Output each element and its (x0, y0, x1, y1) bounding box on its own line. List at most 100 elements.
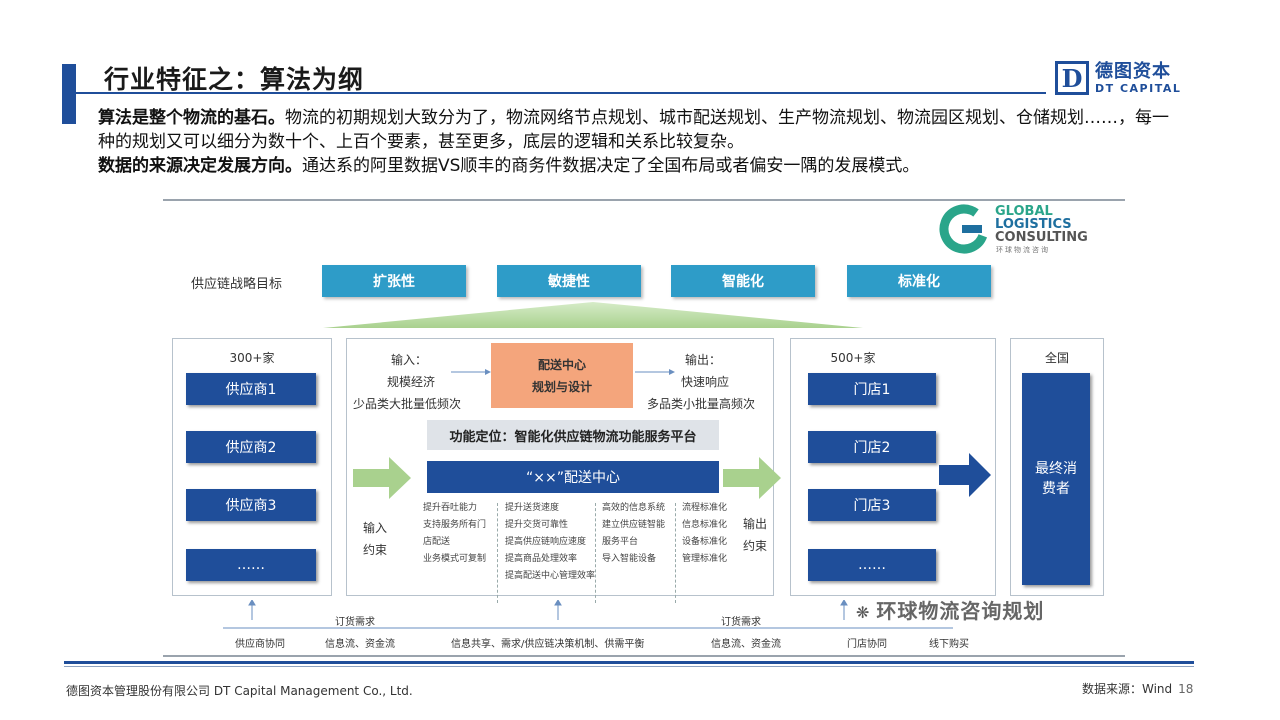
watermark-text: 环球物流咨询规划 (876, 599, 1045, 623)
input-line-2: 少品类大批量低频次 (353, 397, 462, 411)
bottom-label: 信息流、资金流 (325, 639, 395, 650)
intro-p1-text: 物流的初期规划大致分为了，物流网络节点规划、城市配送规划、生产物流规划、物流园区… (98, 108, 1169, 152)
dc-box-line-1: 配送中心 (537, 357, 586, 372)
wechat-icon: ❋ (856, 603, 871, 622)
col1-item: 提升吞吐能力 (423, 503, 478, 513)
store-more: …… (808, 549, 936, 581)
output-line-2: 多品类小批量高频次 (647, 397, 756, 411)
store-2: 门店2 (808, 431, 936, 463)
col3-item: 服务平台 (602, 537, 639, 547)
input-arrow-icon (353, 457, 411, 499)
flow-line (223, 627, 953, 629)
glc-g-icon (939, 204, 989, 254)
goal-wedge-shape (323, 302, 863, 328)
col4-item: 管理标准化 (682, 554, 728, 564)
logo-mark-icon: D (1055, 61, 1089, 95)
goal-standardization: 标准化 (847, 265, 991, 297)
supply-chain-figure: GLOBAL LOGISTICS CONSULTING 环球物流咨询 供应链战略… (163, 199, 1125, 658)
col1-item: 店配送 (423, 537, 451, 547)
column-divider (595, 503, 596, 603)
supplier-1: 供应商1 (186, 373, 316, 405)
footer-rule-thin (64, 666, 1194, 667)
glc-line3: CONSULTING (995, 230, 1088, 245)
store-3: 门店3 (808, 489, 936, 521)
order-demand-left: 订货需求 (335, 617, 375, 628)
col-capacity: 提升吞吐能力 支持服务所有门 店配送 业务模式可复制 (423, 500, 486, 568)
suppliers-count: 300+家 (229, 351, 275, 365)
dc-planning-box: 配送中心 规划与设计 (491, 343, 633, 408)
distribution-center-box: “××”配送中心 (427, 461, 719, 493)
col2-item: 提高配送中心管理效率 (505, 571, 596, 581)
col1-item: 业务模式可复制 (423, 554, 487, 564)
output-line-1: 快速响应 (681, 375, 730, 389)
suppliers-panel: 300+家 供应商1 供应商2 供应商3 …… (172, 338, 332, 596)
goal-agility: 敏捷性 (497, 265, 641, 297)
col4-item: 信息标准化 (682, 520, 728, 530)
page-number: 18 (1178, 682, 1194, 696)
col2-item: 提升交货可靠性 (505, 520, 569, 530)
col4-item: 设备标准化 (682, 537, 728, 547)
column-divider (675, 503, 676, 603)
glc-line1: GLOBAL (995, 204, 1053, 219)
arrow-right-icon (635, 369, 675, 375)
order-demand-right: 订货需求 (721, 617, 761, 628)
glc-logo: GLOBAL LOGISTICS CONSULTING 环球物流咨询 (938, 203, 1114, 257)
function-positioning: 功能定位：智能化供应链物流功能服务平台 (427, 420, 719, 450)
supplier-3: 供应商3 (186, 489, 316, 521)
intro-text: 算法是整个物流的基石。物流的初期规划大致分为了，物流网络节点规划、城市配送规划、… (98, 106, 1178, 178)
store-1: 门店1 (808, 373, 936, 405)
goal-label: 供应链战略目标 (191, 277, 283, 292)
intro-p2-text: 通达系的阿里数据VS顺丰的商务件数据决定了全国布局或者偏安一隅的发展模式。 (302, 156, 920, 176)
col2-item: 提高商品处理效率 (505, 554, 578, 564)
figure-bottom-rule (163, 655, 1125, 657)
title-accent-bar (62, 64, 76, 124)
glc-sub: 环球物流咨询 (996, 246, 1050, 254)
dc-box-line-2: 规划与设计 (531, 379, 592, 394)
end-consumer-box: 最终消费者 (1022, 373, 1090, 585)
dt-capital-logo: D 德图资本 DT CAPITAL (1055, 61, 1181, 95)
col-standards: 流程标准化 信息标准化 设备标准化 管理标准化 (682, 500, 727, 568)
bottom-label: 门店协同 (847, 639, 887, 650)
logo-cn: 德图资本 (1095, 60, 1171, 82)
footer-source: 数据来源：Wind 18 (1082, 680, 1193, 697)
consumer-panel: 全国 最终消费者 (1010, 338, 1104, 596)
col-system: 高效的信息系统 建立供应链智能 服务平台 导入智能设备 (602, 500, 665, 568)
output-label: 输出： (685, 353, 722, 367)
goal-intelligence: 智能化 (671, 265, 815, 297)
intro-p2-bold: 数据的来源决定发展方向。 (98, 156, 302, 176)
bottom-label: 信息流、资金流 (711, 639, 781, 650)
watermark: ❋ 环球物流咨询规划 (856, 595, 1044, 624)
input-label: 输入： (391, 353, 428, 367)
supplier-2: 供应商2 (186, 431, 316, 463)
input-line-1: 规模经济 (387, 375, 436, 389)
bottom-label: 线下购买 (929, 639, 969, 650)
col1-item: 支持服务所有门 (423, 520, 487, 530)
page-title: 行业特征之：算法为纲 (104, 65, 365, 94)
col3-item: 导入智能设备 (602, 554, 657, 564)
data-source: 数据来源：Wind (1082, 682, 1173, 696)
glc-text: GLOBAL LOGISTICS CONSULTING (995, 205, 1088, 244)
goal-expansion: 扩张性 (322, 265, 466, 297)
stores-count: 500+家 (830, 351, 876, 365)
col2-item: 提高供应链响应速度 (505, 537, 587, 547)
output-arrow-icon (723, 457, 781, 499)
footer-company: 德图资本管理股份有限公司 DT Capital Management Co., … (66, 684, 413, 698)
col3-item: 建立供应链智能 (602, 520, 666, 530)
footer-rule (64, 661, 1194, 664)
figure-top-rule (163, 199, 1125, 201)
supplier-more: …… (186, 549, 316, 581)
output-constraint-1: 输出 (743, 517, 768, 531)
col4-item: 流程标准化 (682, 503, 728, 513)
title-underline (76, 92, 1046, 94)
to-consumer-arrow-icon (939, 453, 991, 497)
up-arrows-icon (248, 600, 848, 620)
logo-en: DT CAPITAL (1095, 81, 1182, 95)
input-constraint-2: 约束 (363, 543, 388, 557)
col2-item: 提升送货速度 (505, 503, 560, 513)
bottom-label: 供应商协同 (235, 639, 285, 650)
col-speed: 提升送货速度 提升交货可靠性 提高供应链响应速度 提高商品处理效率 提高配送中心… (505, 500, 595, 585)
input-constraint-1: 输入 (363, 521, 388, 535)
col3-item: 高效的信息系统 (602, 503, 666, 513)
glc-line2: LOGISTICS (995, 217, 1072, 232)
distribution-center-panel: 输入： 规模经济 少品类大批量低频次 配送中心 规划与设计 输出： 快速响应 多… (346, 338, 781, 603)
